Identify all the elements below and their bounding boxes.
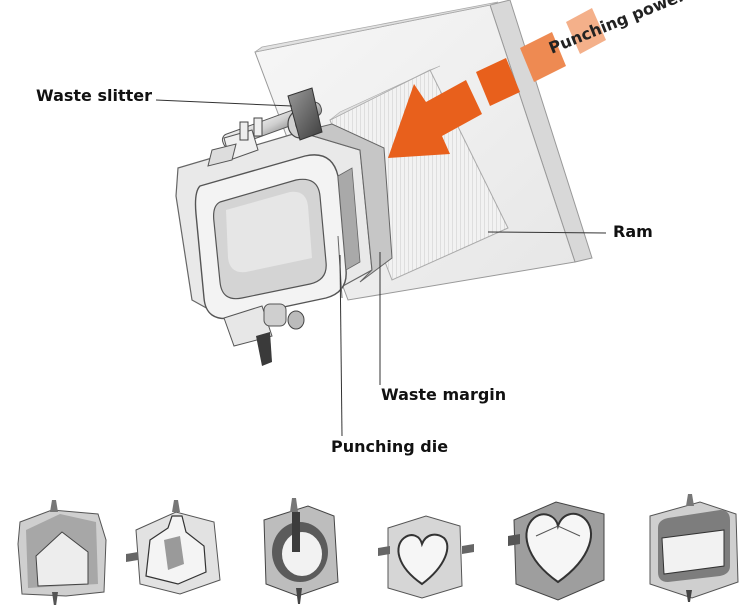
arrow-segment-3 [476,58,520,106]
waste-slitter [207,87,323,167]
leader-waste-slitter [155,99,293,107]
label-punching-die: Punching die [331,437,449,456]
die-circle [263,498,339,604]
punching-die [175,123,393,321]
die-heart-small [378,515,474,599]
arrow-segment-2 [520,32,566,82]
die-house [17,500,107,605]
die-heart-large [508,501,605,601]
leader-punching-die [339,254,343,437]
lower-slitter [223,303,305,366]
leader-ram [487,231,607,234]
leader-lines [155,99,607,437]
ram-top [254,1,499,53]
label-waste-margin: Waste margin [381,385,507,404]
label-waste-slitter: Waste slitter [36,86,152,105]
die-bottle [126,500,221,595]
arrow-segment-far [566,8,606,54]
label-ram: Ram [613,222,653,241]
punching-power-arrow [388,8,606,158]
sample-dies-row [17,494,739,605]
arrow-head [388,80,482,158]
die-rounded-square [649,494,739,602]
